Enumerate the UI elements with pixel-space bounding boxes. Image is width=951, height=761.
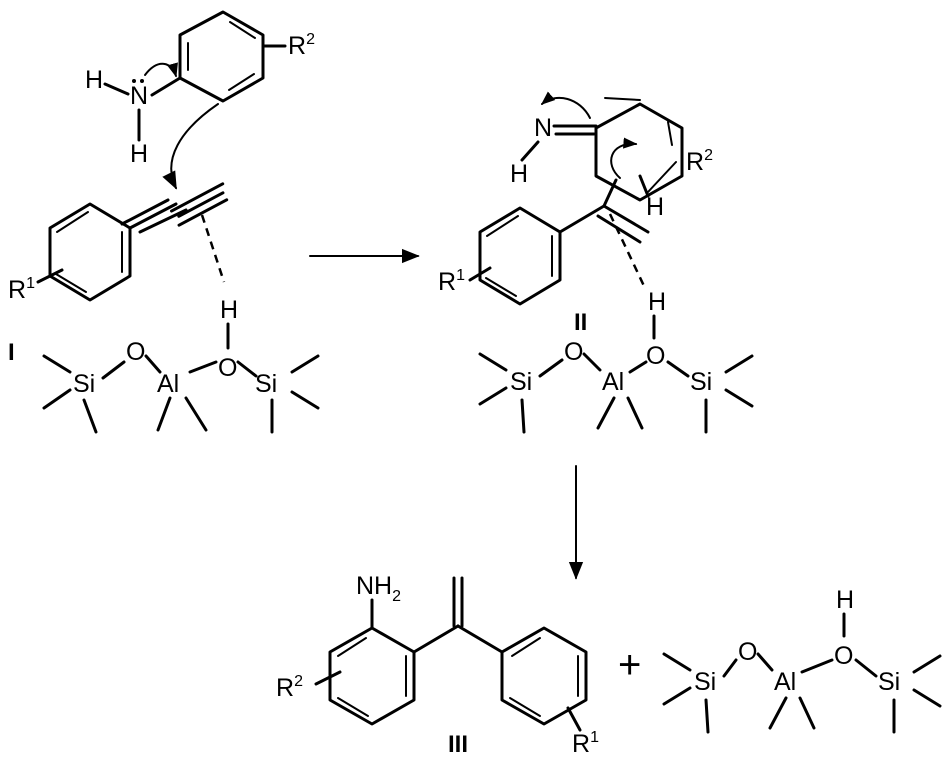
si-atom: Si <box>255 370 277 398</box>
lone-pair-dot <box>140 79 144 83</box>
dienone-ring <box>594 102 684 202</box>
aniline-ring-double-bonds <box>187 21 256 91</box>
n-atom: N <box>130 82 148 110</box>
r1-bond <box>468 266 492 282</box>
alkyne-triple-bond <box>170 182 229 227</box>
c-h-bond <box>638 174 650 198</box>
c-c-bond <box>602 178 618 208</box>
al-atom: Al <box>602 368 624 396</box>
h-atom: H <box>510 160 528 188</box>
plus-sign: + <box>618 643 641 687</box>
imine-double-bond <box>552 124 598 136</box>
r2-label: R2 <box>288 31 315 60</box>
aniline-ring <box>178 10 265 103</box>
o-atom: O <box>646 342 665 370</box>
h-atom: H <box>220 296 238 324</box>
h-atom: H <box>130 140 148 168</box>
alkyne-bond-partial <box>120 198 188 234</box>
c-aryl-bond <box>456 624 504 654</box>
o-atom: O <box>564 338 583 366</box>
c-aryl-bond <box>558 204 606 234</box>
compound-label-III: III <box>448 731 468 758</box>
regenerated-catalyst: H O Al O Si Si <box>662 586 942 734</box>
n-h-bond <box>520 140 540 162</box>
phenyl-ring-double-bonds <box>485 215 553 297</box>
nh2-label: NH2 <box>356 572 401 605</box>
c-c-bond <box>412 624 460 654</box>
r1-label: R1 <box>8 275 35 304</box>
aniline-ring <box>328 626 416 726</box>
si-o-al-bonds <box>538 352 690 378</box>
r2-bond <box>314 670 342 686</box>
vinyl-double-bond <box>452 576 464 628</box>
r1-bond <box>36 268 64 284</box>
lone-pair-arrow <box>144 62 178 78</box>
si-atom: Si <box>690 368 712 396</box>
o-atom: O <box>738 638 757 666</box>
si-atom: Si <box>878 668 900 696</box>
electron-push-arrow <box>610 137 638 179</box>
r1-label: R1 <box>438 267 465 296</box>
r1-bond <box>566 706 582 732</box>
phenyl-ring-double-bonds <box>509 637 579 717</box>
intermediate-II: R2 N H H R1 H O Al O Si Si II <box>438 91 754 434</box>
si-atom: Si <box>73 370 95 398</box>
al-atom: Al <box>774 668 796 696</box>
r1-label: R1 <box>572 729 599 758</box>
compound-label-II: II <box>574 309 587 336</box>
phenyl-ring-double-bonds <box>55 211 123 293</box>
phenyl-ring <box>500 626 588 726</box>
methyl-bonds <box>662 652 942 734</box>
al-atom: Al <box>157 370 179 398</box>
si-atom: Si <box>510 368 532 396</box>
hydrogen-bond-dashed <box>608 213 646 287</box>
lone-pair-dot <box>132 79 136 83</box>
o-atom: O <box>834 642 853 670</box>
r2-label: R2 <box>686 147 713 176</box>
o-atom: O <box>218 354 237 382</box>
dienone-ring-double-bonds <box>604 97 677 193</box>
electron-push-arrow <box>540 91 591 119</box>
n-atom: N <box>534 114 552 142</box>
methyl-bonds <box>478 352 754 434</box>
r2-label: R2 <box>276 673 303 702</box>
h-atom: H <box>85 66 103 94</box>
h-atom: H <box>648 288 666 316</box>
aniline-ring-double-bonds <box>337 637 407 717</box>
si-o-al-bonds <box>722 652 878 678</box>
compound-label-I: I <box>8 339 15 366</box>
hydrogen-bond-dashed <box>200 214 226 283</box>
methyl-bonds <box>42 354 320 434</box>
phenyl-ring <box>48 202 132 302</box>
product-III: NH2 R2 R1 III <box>276 572 599 758</box>
h-atom: H <box>836 586 854 614</box>
h-atom: H <box>646 193 664 221</box>
o-atom: O <box>126 338 145 366</box>
phenyl-ring <box>478 206 562 306</box>
si-o-al-bonds <box>101 354 258 380</box>
n-h-bond <box>103 82 130 96</box>
si-atom: Si <box>694 668 716 696</box>
c-n-bond <box>150 76 182 97</box>
intermediate-I: R2 N H H R1 H O Al O Si Si I <box>8 10 320 434</box>
attack-arrow <box>162 103 219 190</box>
vinyl-double-bond <box>596 204 650 244</box>
